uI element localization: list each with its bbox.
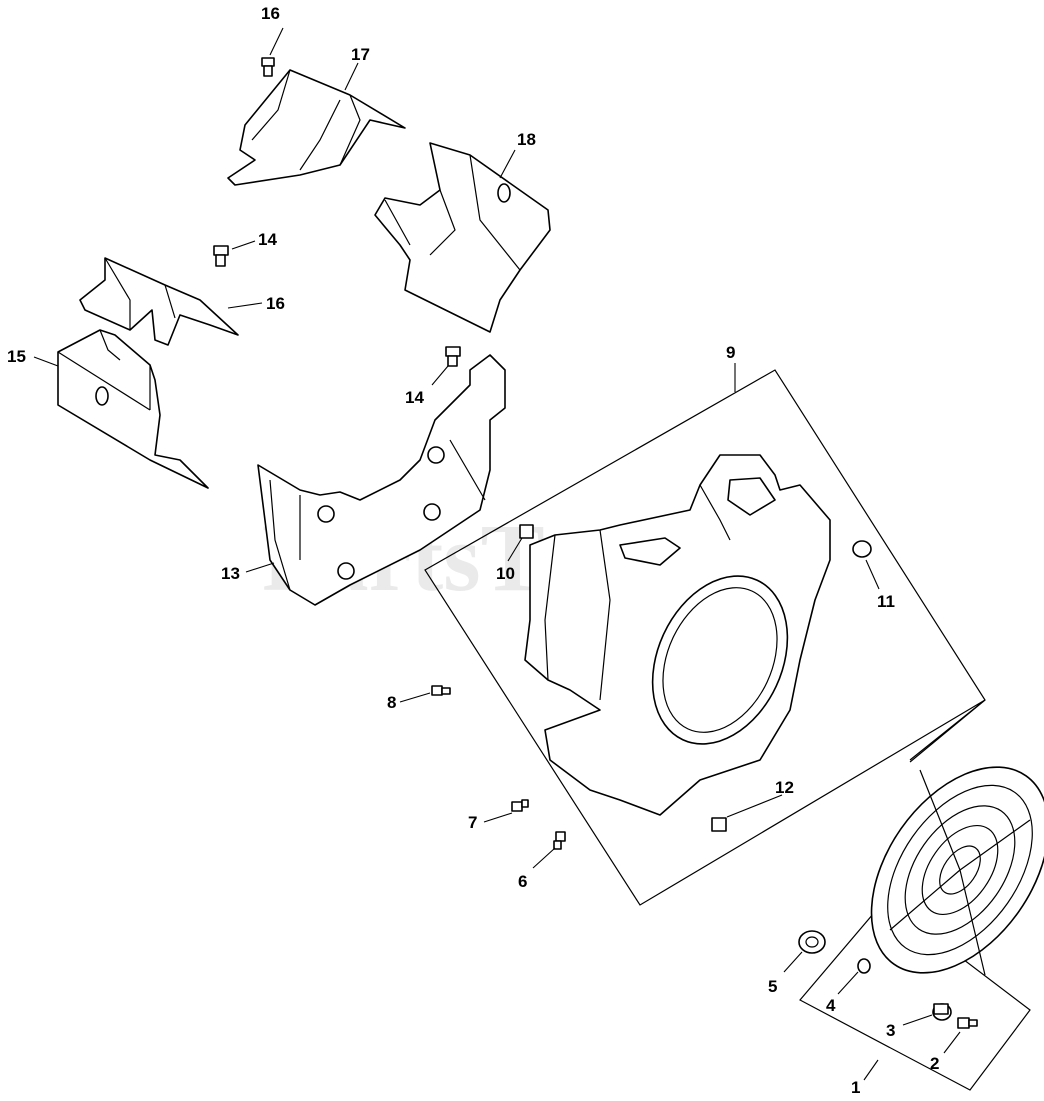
assembly-box-9 — [424, 369, 986, 906]
shroud-18[interactable] — [227, 69, 406, 186]
assembly-box-1 — [799, 899, 1031, 1091]
bracket-13[interactable] — [257, 354, 506, 606]
leader-lines — [33, 27, 961, 1081]
callout-12: 12 — [775, 778, 794, 797]
shroud-19[interactable] — [374, 142, 551, 333]
bolt-14-upper[interactable] — [213, 245, 229, 267]
blower-housing-9[interactable] — [524, 454, 831, 816]
callout-17: 16 — [261, 4, 280, 23]
callout-9: 9 — [726, 343, 735, 362]
callout-1: 1 — [851, 1078, 860, 1097]
screw-6[interactable] — [553, 831, 566, 850]
callout-19: 18 — [517, 130, 536, 149]
plug-11[interactable] — [852, 540, 872, 558]
callout-18: 17 — [351, 45, 370, 64]
callout-13: 13 — [221, 564, 240, 583]
spacer-3[interactable] — [932, 1003, 952, 1021]
callout-2: 2 — [930, 1054, 939, 1073]
screw-7[interactable] — [511, 799, 529, 812]
screw-8[interactable] — [431, 685, 451, 696]
callout-7: 7 — [468, 813, 477, 832]
bolt-17[interactable] — [261, 57, 275, 77]
baffle-15[interactable] — [57, 329, 209, 489]
bolt-14-lower[interactable] — [445, 346, 461, 367]
callout-15: 15 — [7, 347, 26, 366]
callout-3: 3 — [886, 1021, 895, 1040]
callout-8: 8 — [387, 693, 396, 712]
callout-14-lower: 14 — [405, 388, 424, 407]
callout-16: 16 — [266, 294, 285, 313]
screw-2[interactable] — [957, 1017, 978, 1029]
callout-11: 11 — [877, 592, 895, 611]
screen-1[interactable] — [835, 735, 1044, 1006]
baffle-16[interactable] — [79, 257, 239, 346]
callout-5: 5 — [768, 977, 777, 996]
nut-5[interactable] — [798, 930, 826, 954]
clip-10[interactable] — [519, 524, 534, 539]
callout-6: 6 — [518, 872, 527, 891]
callout-14-upper: 14 — [258, 230, 277, 249]
callout-10: 10 — [496, 564, 515, 583]
nut-12[interactable] — [711, 817, 727, 832]
washer-4[interactable] — [857, 958, 871, 974]
callout-4: 4 — [826, 996, 836, 1015]
